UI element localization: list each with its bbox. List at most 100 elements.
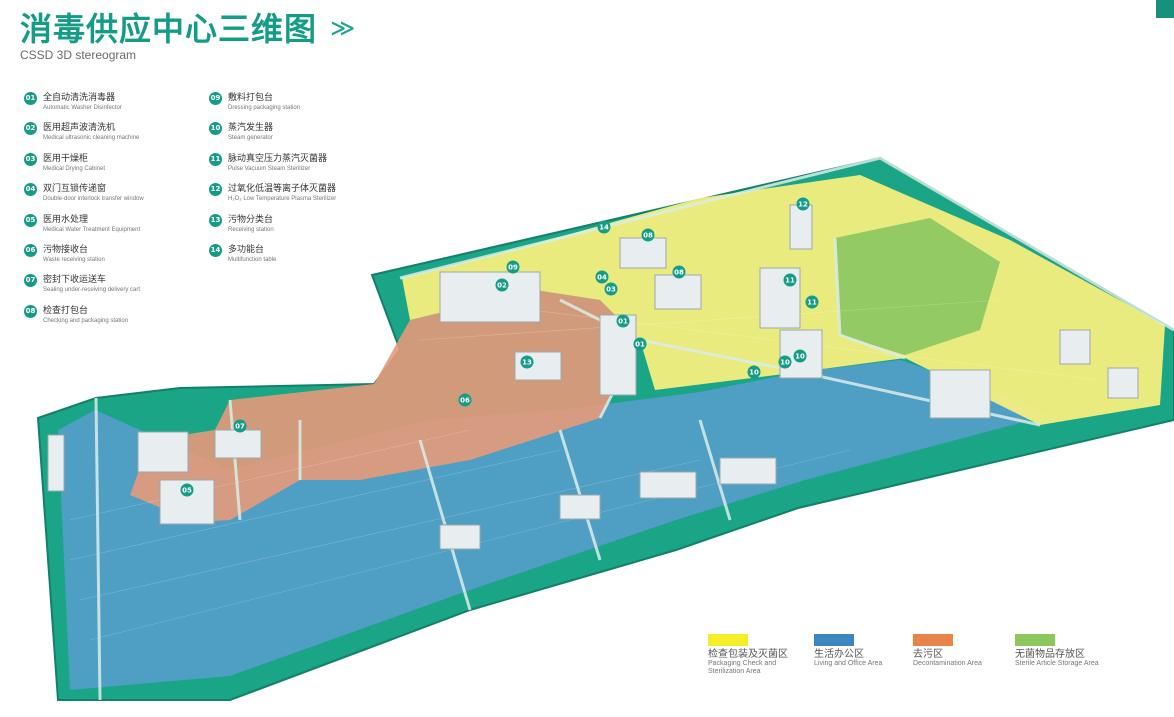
map-marker-label: 05 <box>182 487 192 495</box>
map-marker[interactable]: 08 <box>672 265 686 279</box>
equipment-name-zh: 全自动清洗消毒器 <box>43 93 116 103</box>
map-marker[interactable]: 11 <box>783 273 797 287</box>
double-chevron-icon: ≫ <box>330 14 356 42</box>
zone-sterile-storage <box>835 218 1000 355</box>
map-marker[interactable]: 12 <box>796 197 810 211</box>
equipment-item: 09 敷料打包台 Dressing packaging station <box>209 92 399 122</box>
equipment-name-zh: 污物接收台 <box>43 244 89 255</box>
map-marker[interactable]: 10 <box>793 349 807 363</box>
legend-label-en: Sterile Article Storage Area <box>1015 660 1099 667</box>
equipment-item: 12 过氧化低温等离子体灭菌器 H₂O₂ Low Temperature Pla… <box>209 183 399 213</box>
legend-item: 去污区 Decontamination Area <box>913 634 982 668</box>
equipment-item: 11 脉动真空压力蒸汽灭菌器 Pulse Vacuum Steam Steril… <box>209 152 399 183</box>
equipment-name-en: Pulse Vacuum Steam Sterilizer <box>228 165 311 172</box>
legend-swatch <box>913 634 953 646</box>
legend-label-zh: 检查包装及灭菌区 <box>708 649 788 660</box>
equipment-name-en: Checking and packaging station <box>43 317 129 324</box>
map-marker-label: 10 <box>795 353 805 361</box>
page-title: 消毒供应中心三维图 <box>20 10 318 48</box>
equipment-number-badge: 02 <box>24 122 37 136</box>
map-marker-label: 06 <box>460 397 470 405</box>
equipment-list-right: 09 敷料打包台 Dressing packaging station 10 蒸… <box>209 92 399 274</box>
map-marker[interactable]: 09 <box>506 260 520 274</box>
equipment-number-badge: 12 <box>209 183 222 197</box>
legend-swatch <box>708 634 748 646</box>
map-marker-label: 08 <box>674 269 684 277</box>
zone-decontamination <box>130 290 640 522</box>
map-marker[interactable]: 08 <box>641 228 655 242</box>
map-marker[interactable]: 02 <box>495 278 509 292</box>
map-marker[interactable]: 10 <box>747 365 761 379</box>
legend-label-zh: 生活办公区 <box>814 649 864 660</box>
equipment-name-en: Receiving station <box>228 226 274 233</box>
map-marker[interactable]: 11 <box>805 295 819 309</box>
map-marker[interactable]: 05 <box>180 483 194 497</box>
corner-tab <box>1156 0 1174 18</box>
equipment-name-zh: 双门互锁传递窗 <box>43 184 107 195</box>
map-marker[interactable]: 06 <box>458 393 472 407</box>
equipment-name-en: Medical Water Treatment Equipment <box>43 226 141 233</box>
map-marker[interactable]: 13 <box>520 355 534 369</box>
legend-label-zh: 无菌物品存放区 <box>1015 649 1085 660</box>
equipment-name-zh: 医用超声波清洗机 <box>43 123 116 134</box>
equipment-name-zh: 医用干燥柜 <box>43 153 89 164</box>
equipment-list-left: 01 全自动清洗消毒器 Automatic Washer Disinfector… <box>24 92 214 335</box>
equipment-name-zh: 医用水处理 <box>43 214 89 225</box>
map-marker-label: 07 <box>235 423 245 431</box>
equipment-number-badge: 01 <box>24 92 37 105</box>
equipment-number-badge: 05 <box>24 213 37 227</box>
legend-item: 无菌物品存放区 Sterile Article Storage Area <box>1015 634 1099 668</box>
map-marker[interactable]: 10 <box>778 355 792 369</box>
equipment-name-en: Multifunction table <box>228 256 277 263</box>
equipment-item: 04 双门互锁传递窗 Double-door interlock transfe… <box>24 183 214 213</box>
map-marker[interactable]: 04 <box>595 270 609 284</box>
equipment-item: 02 医用超声波清洗机 Medical ultrasonic cleaning … <box>24 122 214 152</box>
equipment-item: 03 医用干燥柜 Medical Drying Cabinet <box>24 152 214 183</box>
map-marker[interactable]: 01 <box>633 337 647 351</box>
equipment-item: 01 全自动清洗消毒器 Automatic Washer Disinfector <box>24 92 214 122</box>
equipment-name-zh: 检查打包台 <box>43 305 89 316</box>
equipment-number-badge: 10 <box>209 122 222 136</box>
map-marker-label: 10 <box>780 359 790 367</box>
legend-label-en: Decontamination Area <box>913 660 982 667</box>
equipment-name-en: Sealing under-receiving delivery cart <box>43 287 141 294</box>
equipment-number-badge: 13 <box>209 213 222 227</box>
equipment-item: 05 医用水处理 Medical Water Treatment Equipme… <box>24 213 214 244</box>
map-marker[interactable]: 03 <box>604 282 618 296</box>
equipment-item: 08 检查打包台 Checking and packaging station <box>24 304 214 335</box>
map-marker-label: 10 <box>749 369 759 377</box>
map-marker-label: 03 <box>606 286 616 294</box>
header: 消毒供应中心三维图 ≫ CSSD 3D stereogram <box>20 4 355 62</box>
equipment-number-badge: 11 <box>209 152 222 166</box>
equipment-name-zh: 蒸汽发生器 <box>228 123 274 134</box>
equipment-blocks <box>47 204 1139 550</box>
equipment-number-badge: 04 <box>24 183 37 197</box>
equipment-name-zh: 敷料打包台 <box>228 93 274 103</box>
map-marker-label: 14 <box>599 224 609 232</box>
map-marker-label: 09 <box>508 264 518 272</box>
map-marker[interactable]: 01 <box>616 314 630 328</box>
equipment-name-en: Dressing packaging station <box>228 105 301 111</box>
equipment-name-zh: 多功能台 <box>228 244 265 255</box>
equipment-item: 06 污物接收台 Waste receiving station <box>24 243 214 274</box>
equipment-item: 13 污物分类台 Receiving station <box>209 213 399 244</box>
map-marker-label: 13 <box>522 359 532 367</box>
legend-item: 检查包装及灭菌区 Packaging Check and Sterilizati… <box>708 634 798 676</box>
map-marker-label: 11 <box>785 277 795 285</box>
equipment-number-badge: 06 <box>24 243 37 257</box>
equipment-name-zh: 污物分类台 <box>228 214 274 225</box>
map-marker[interactable]: 14 <box>597 220 611 234</box>
equipment-number-badge: 08 <box>24 304 37 318</box>
map-marker[interactable]: 07 <box>233 419 247 433</box>
page-subtitle: CSSD 3D stereogram <box>20 48 137 62</box>
equipment-name-zh: 密封下收运送车 <box>43 275 107 286</box>
equipment-name-zh: 过氧化低温等离子体灭菌器 <box>228 184 337 195</box>
equipment-name-en: Medical ultrasonic cleaning machine <box>43 135 140 142</box>
equipment-name-en: Medical Drying Cabinet <box>43 165 106 172</box>
legend-label-en: Packaging Check and Sterilization Area <box>708 660 777 675</box>
equipment-item: 14 多功能台 Multifunction table <box>209 243 399 274</box>
map-marker-label: 08 <box>643 232 653 240</box>
equipment-number-badge: 14 <box>209 243 222 257</box>
equipment-name-zh: 脉动真空压力蒸汽灭菌器 <box>228 153 328 164</box>
map-marker-label: 12 <box>798 201 808 209</box>
